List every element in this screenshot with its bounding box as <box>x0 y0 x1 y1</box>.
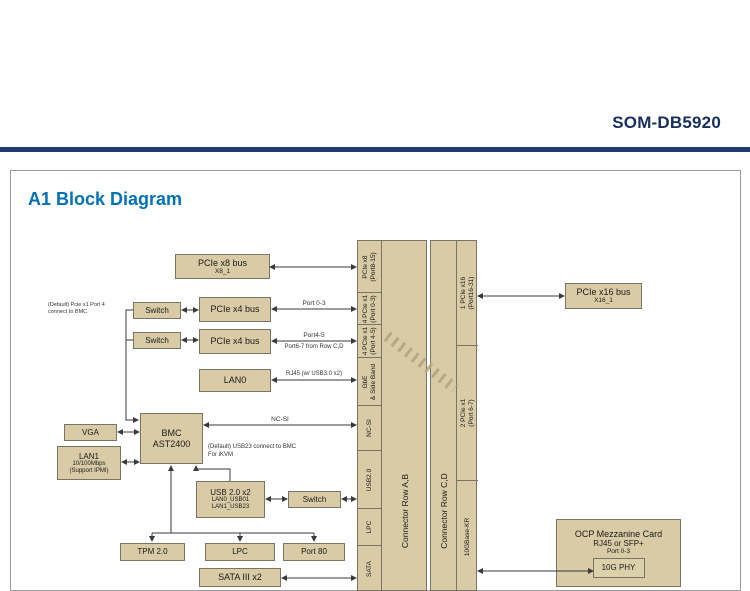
lan0-label: LAN0 <box>223 375 247 386</box>
pcie-x4-bus-block-b: PCIe x4 bus <box>199 329 271 354</box>
ab-segment-ncsi-label: NC-SI <box>365 419 373 437</box>
ab-segment-sata-label: SATA <box>365 560 373 578</box>
switch-block-2: Switch <box>133 332 181 349</box>
ab-segment-gbe: GbE & Side Band <box>358 358 381 406</box>
ab-segment-pcie-x1-45-label: 4 PCIe x1 (Port 4-5) <box>361 326 377 356</box>
cd-segment-10gbase-kr-label: 10GBase-KR <box>463 517 471 556</box>
ab-segment-pcie-x8-label: PCIe x8 (Port8-15) <box>361 251 377 282</box>
cd-segment-pcie-x1-67-label: 2 PCIe x1 (Port 6-7) <box>459 398 475 428</box>
cd-segments-strip: 1 PCIe x16 (Port16-31) 2 PCIe x1 (Port 6… <box>456 241 478 590</box>
ab-segment-lpc: LPC <box>358 509 381 546</box>
port80-block: Port 80 <box>283 543 345 561</box>
tpm-block: TPM 2.0 <box>120 543 185 561</box>
ab-segment-ncsi: NC-SI <box>358 406 381 451</box>
ocp-label: OCP Mezzanine Card <box>574 528 663 539</box>
connector-row-ab: PCIe x8 (Port8-15) 4 PCIe x1 (Port 0-3) … <box>357 240 427 591</box>
sata-label: SATA III x2 <box>218 572 262 583</box>
cd-segment-pcie-x16: 1 PCIe x16 (Port16-31) <box>457 241 478 346</box>
vga-block: VGA <box>64 424 117 441</box>
usb20-sub1: LAN0_USB01 <box>211 497 250 504</box>
annotation-port-4-5: Port4-5 <box>303 332 325 339</box>
annotation-port-0-3: Port 0-3 <box>302 300 326 307</box>
ab-label-area: Connector Row A,B <box>382 241 428 590</box>
annotation-nc-si: NC-SI <box>271 416 289 423</box>
switch-block-1: Switch <box>133 302 181 319</box>
bmc-block: BMC AST2400 <box>140 413 203 464</box>
lan0-block: LAN0 <box>199 369 271 392</box>
ab-segment-usb20: USB2.0 <box>358 451 381 509</box>
pcie-x4-bus-block-a: PCIe x4 bus <box>199 297 271 322</box>
usb20-sub2: LAN1_USB23 <box>211 504 250 511</box>
lpc-label: LPC <box>232 547 248 557</box>
switch-2-label: Switch <box>145 335 169 345</box>
lan1-sub2: (Support IPMI) <box>69 467 109 474</box>
10g-phy-block: 10G PHY <box>592 557 645 578</box>
switch-3-label: Switch <box>302 494 327 504</box>
connector-row-cd: Connector Row C,D 1 PCIe x16 (Port16-31)… <box>430 240 478 591</box>
bmc-sub: AST2400 <box>152 438 191 449</box>
pcie-x8-bus-block: PCIe x8 bus X8_1 <box>175 254 270 279</box>
switch-1-label: Switch <box>145 305 169 315</box>
ab-segment-pcie-x1-03: 4 PCIe x1 (Port 0-3) <box>358 293 381 325</box>
usb20-block: USB 2.0 x2 LAN0_USB01 LAN1_USB23 <box>196 481 265 518</box>
cd-segment-10gbase-kr: 10GBase-KR <box>457 481 478 591</box>
ab-segment-pcie-x1-45: 4 PCIe x1 (Port 4-5) <box>358 325 381 358</box>
usb20-label: USB 2.0 x2 <box>210 488 251 498</box>
ab-label: Connector Row A,B <box>399 473 410 549</box>
ocp-mezzanine-block: OCP Mezzanine Card RJ45 or SFP+ Port 0-3… <box>556 519 681 587</box>
pcie-x4-bus-b-label: PCIe x4 bus <box>210 336 260 347</box>
annotation-default-pcie: (Default) Pcie x1 Port 4 connect to BMC <box>48 302 105 316</box>
ocp-sub1: RJ45 or SFP+ <box>593 538 644 548</box>
ocp-sub2: Port 0-3 <box>606 548 631 556</box>
pcie-x4-bus-a-label: PCIe x4 bus <box>210 304 260 315</box>
pcie-x16-bus-sub: X16_1 <box>594 297 613 305</box>
lan1-block: LAN1 10/100Mbps (Support IPMI) <box>57 446 121 480</box>
annotation-usb23: (Default) USB23 connect to BMC For iKVM <box>208 444 297 458</box>
annotation-rj45: RJ45 (w/ USB3.0 x2) <box>285 371 343 377</box>
pcie-x8-bus-sub: X8_1 <box>214 267 231 275</box>
cd-label: Connector Row C,D <box>438 473 449 549</box>
pcie-x16-bus-block: PCIe x16 bus X16_1 <box>565 283 642 309</box>
ab-segments-strip: PCIe x8 (Port8-15) 4 PCIe x1 (Port 0-3) … <box>358 241 382 590</box>
header-rule <box>0 147 750 152</box>
cd-label-area: Connector Row C,D <box>431 241 456 590</box>
lan1-sub1: 10/100Mbps <box>72 460 106 467</box>
lan1-label: LAN1 <box>78 451 99 461</box>
cd-segment-pcie-x1-67: 2 PCIe x1 (Port 6-7) <box>457 346 478 481</box>
ab-segment-gbe-label: GbE & Side Band <box>361 363 377 400</box>
ab-segment-usb20-label: USB2.0 <box>365 468 373 491</box>
ab-segment-sata: SATA <box>358 546 381 591</box>
switch-block-3: Switch <box>288 491 341 508</box>
pcie-x16-bus-label: PCIe x16 bus <box>576 287 631 298</box>
annotation-port-6-7: Port6-7 from Row C,D <box>284 344 344 350</box>
tpm-label: TPM 2.0 <box>137 547 168 557</box>
cd-segment-pcie-x16-label: 1 PCIe x16 (Port16-31) <box>459 276 475 310</box>
sata-block: SATA III x2 <box>199 568 281 587</box>
vga-label: VGA <box>82 427 99 437</box>
pcie-x8-bus-label: PCIe x8 bus <box>197 257 248 268</box>
ab-segment-pcie-x1-03-label: 4 PCIe x1 (Port 0-3) <box>361 294 377 323</box>
doc-title: SOM-DB5920 <box>612 113 721 132</box>
lpc-block: LPC <box>205 543 275 561</box>
bmc-label: BMC <box>161 428 182 439</box>
port80-label: Port 80 <box>301 547 327 557</box>
section-title: A1 Block Diagram <box>28 189 183 209</box>
ab-segment-pcie-x8: PCIe x8 (Port8-15) <box>358 241 381 293</box>
ab-segment-lpc-label: LPC <box>365 520 373 534</box>
